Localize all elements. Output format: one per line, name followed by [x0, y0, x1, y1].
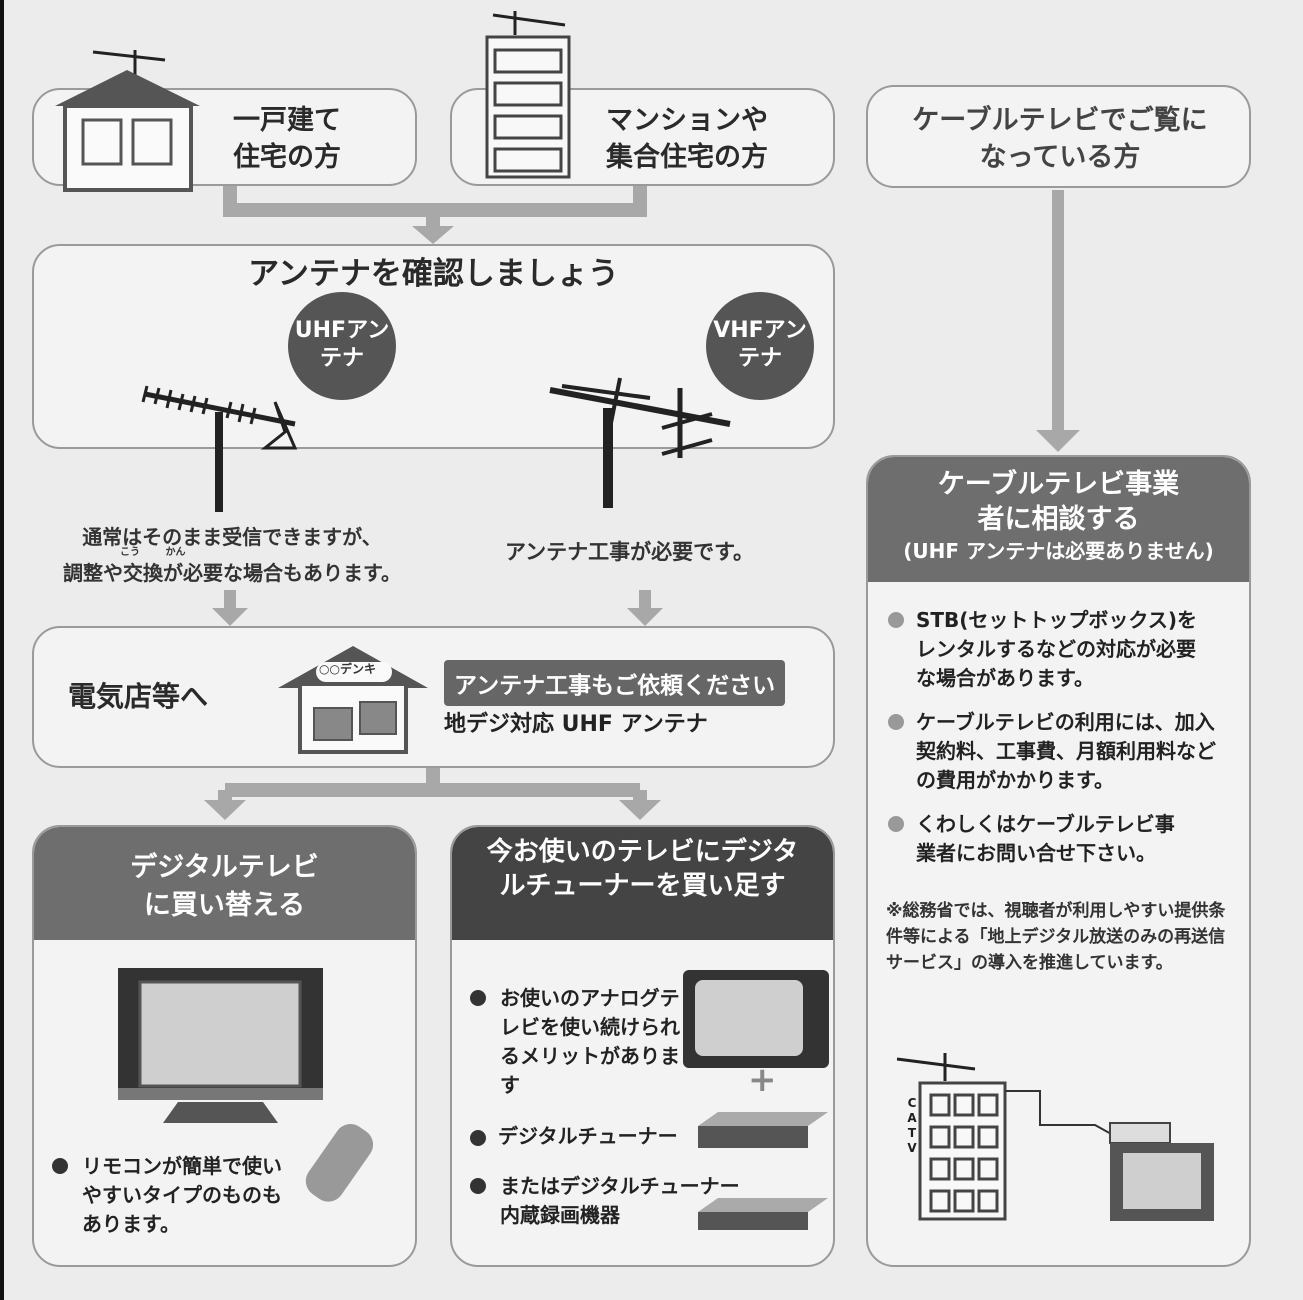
vhf-badge: VHFアンテナ [706, 292, 814, 400]
digital-tv-icon [118, 968, 323, 1123]
antenna-check-box [32, 244, 835, 449]
uhf-badge: UHFアンテナ [288, 292, 396, 400]
cable-down-arrow-head [1036, 430, 1080, 452]
house-label: 一戸建て住宅の方 [233, 105, 341, 173]
store-request-badge: アンテナ工事もご依頼ください [444, 660, 786, 706]
cable-bullet1-text: STB(セットトップボックス)をレンタルするなどの対応が必要な場合があります。 [916, 608, 1197, 690]
store-uhf-compat: 地デジ対応 UHF アンテナ [444, 712, 708, 737]
cable-bullet1: STB(セットトップボックス)をレンタルするなどの対応が必要な場合があります。 [888, 606, 1208, 693]
tuner-bullet3-text: またはデジタルチューナー内蔵録画機器 [500, 1174, 740, 1227]
cable-bullet3-dot [888, 816, 904, 832]
catv-building-icon [896, 1053, 1214, 1221]
apartment-icon [485, 11, 571, 179]
uhf-antenna-icon [141, 385, 298, 512]
vhf-note: アンテナ工事が必要です。 [505, 540, 755, 564]
cable-bullet2-dot [888, 714, 904, 730]
tuner-bullet1-dot [470, 990, 486, 1006]
uhf-note: 通常はそのまま受信できますが、 こう かん 調整や交換が必要な場合もあります。 [32, 522, 432, 588]
store-label: 電気店等へ [68, 680, 209, 713]
remote-control-icon [305, 1124, 374, 1202]
buy-tv-bullet: リモコンが簡単で使いやすいタイプのものもあります。 [52, 1152, 292, 1239]
recorder-icon [698, 1198, 828, 1230]
tuner-head: 今お使いのテレビにデジタルチューナーを買い足す [452, 827, 833, 940]
catv-label: CATV [907, 1096, 917, 1155]
store-icon [278, 646, 428, 754]
left-border [0, 0, 4, 1300]
split-arrow-right-head [619, 800, 661, 820]
tuner-plus: + [748, 1060, 777, 1100]
cable-bullet3: くわしくはケーブルテレビ事業者にお問い合せ下さい。 [888, 810, 1188, 868]
cable-head-title: ケーブルテレビ事業者に相談する [937, 469, 1180, 535]
digital-tuner-icon [698, 1112, 828, 1148]
uhf-note-ruby: こう かん [120, 548, 185, 558]
uhf-note-line2: 調整や交換が必要な場合もあります。 [63, 561, 401, 585]
house-icon [55, 50, 200, 192]
uhf-note-line1: 通常はそのまま受信できますが、 [82, 525, 382, 549]
antenna-check-title: アンテナを確認しましょう [248, 256, 619, 292]
cable-head-sub: (UHF アンテナは必要ありません) [903, 539, 1214, 563]
buy-tv-head: デジタルテレビに買い替える [34, 827, 415, 940]
merge-down-arrow-head [412, 226, 454, 244]
cable-bullet1-dot [888, 612, 904, 628]
tuner-bullet2: デジタルチューナー [470, 1122, 678, 1151]
ruby-kan: かん [165, 547, 186, 558]
tuner-bullet1-text: お使いのアナログテレビを使い続けられるメリットがあります [500, 986, 680, 1097]
tuner-bullet3: またはデジタルチューナー内蔵録画機器 [470, 1172, 750, 1230]
uhf-down-arrow-head [212, 608, 248, 626]
cable-top-label: ケーブルテレビでご覧になっている方 [912, 105, 1208, 173]
buy-tv-bullet-text: リモコンが簡単で使いやすいタイプのものもあります。 [82, 1154, 282, 1236]
vhf-down-arrow-head [627, 608, 663, 626]
tuner-bullet2-dot [470, 1129, 486, 1146]
cable-top-box [866, 85, 1251, 188]
split-line [218, 768, 647, 805]
tuner-bullet2-text: デジタルチューナー [498, 1124, 678, 1148]
apartment-label: マンションや集合住宅の方 [606, 105, 768, 173]
cable-head: ケーブルテレビ事業者に相談する (UHF アンテナは必要ありません) [868, 457, 1249, 582]
cable-bullet2: ケーブルテレビの利用には、加入契約料、工事費、月額利用料などの費用がかかります。 [888, 708, 1223, 795]
analog-tv-icon [683, 970, 829, 1068]
store-sign: ○○デンキ [319, 662, 376, 676]
cable-note: ※総務省では、視聴者が利用しやすい提供条件等による「地上デジタル放送のみの再送信… [886, 901, 1226, 973]
split-arrow-left-head [204, 800, 246, 820]
cable-bullet2-text: ケーブルテレビの利用には、加入契約料、工事費、月額利用料などの費用がかかります。 [916, 710, 1216, 792]
cable-bullet3-text: くわしくはケーブルテレビ事業者にお問い合せ下さい。 [916, 812, 1175, 865]
ruby-kou: こう [120, 547, 140, 558]
tuner-bullet3-dot [470, 1178, 486, 1194]
tuner-bullet1: お使いのアナログテレビを使い続けられるメリットがあります [470, 984, 680, 1100]
vhf-antenna-icon [549, 377, 731, 508]
buy-tv-bullet-dot [52, 1158, 68, 1174]
